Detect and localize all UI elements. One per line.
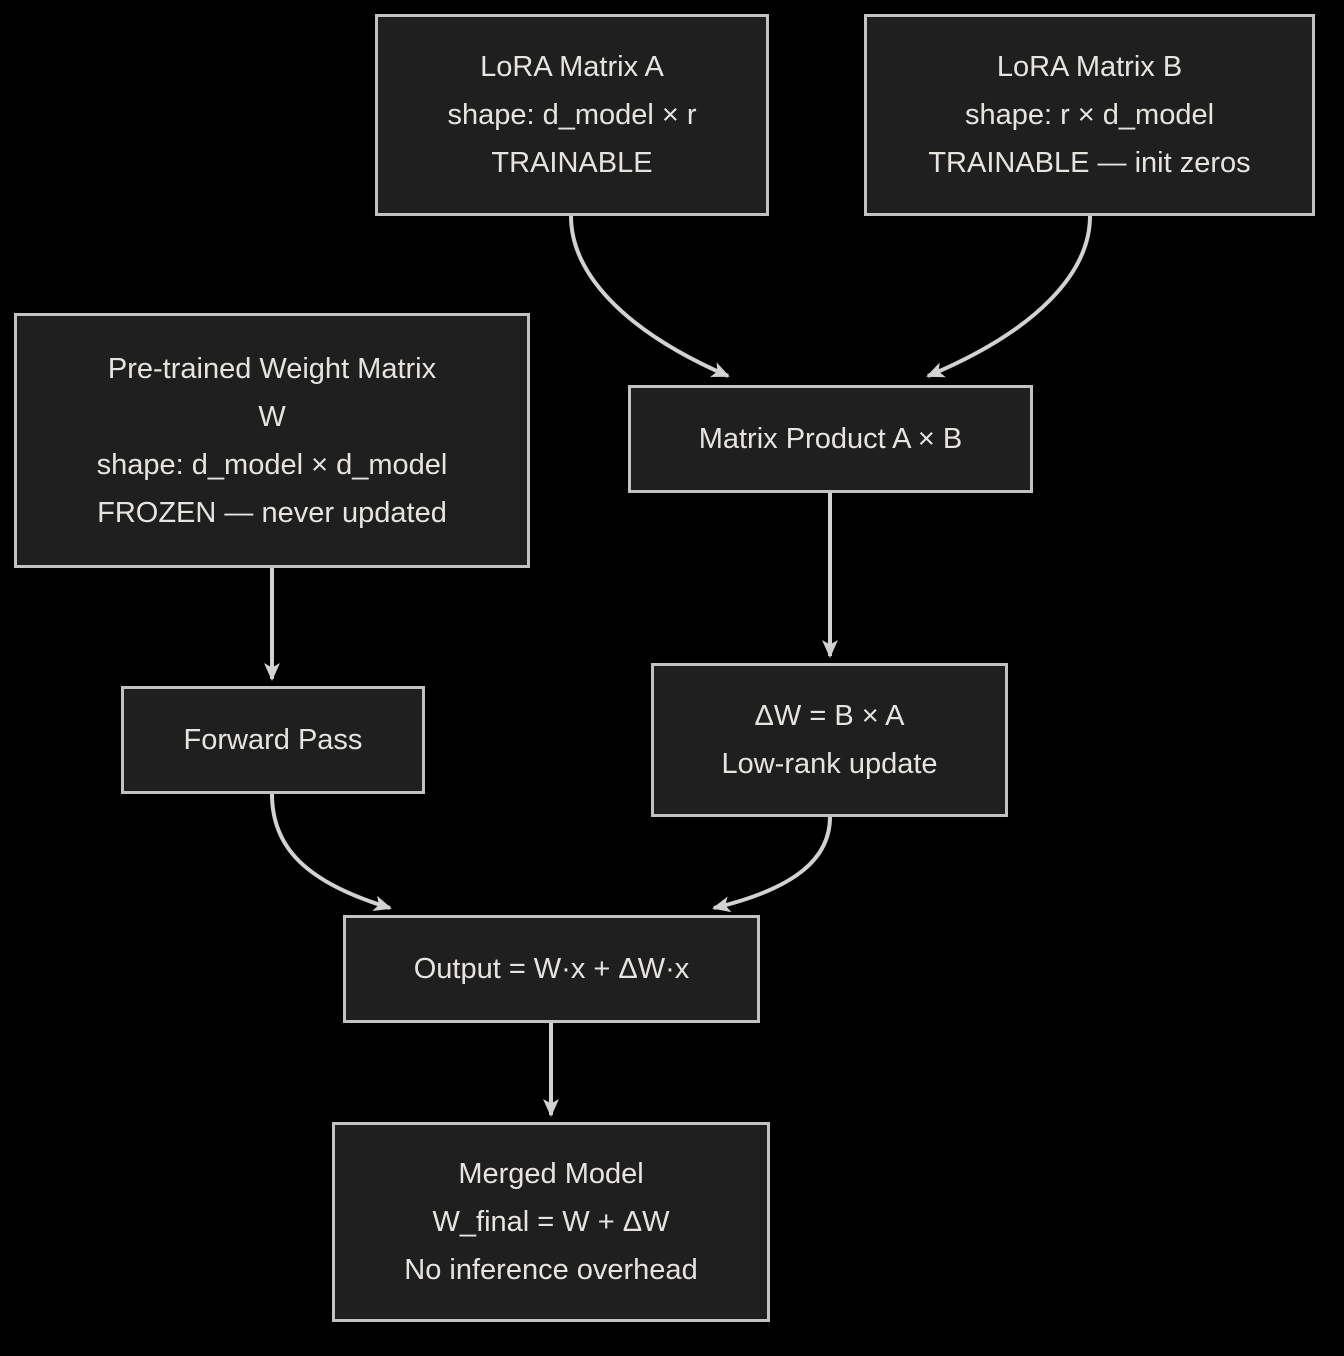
node-lora-matrix-a: LoRA Matrix A shape: d_model × r TRAINAB… (375, 14, 769, 216)
node-merged-model: Merged Model W_final = W + ΔW No inferen… (332, 1122, 770, 1322)
node-pretrained-weight-matrix: Pre-trained Weight Matrix W shape: d_mod… (14, 313, 530, 568)
node-title: Pre-trained Weight Matrix (107, 352, 437, 385)
node-title: LoRA Matrix A (480, 51, 664, 83)
node-symbol-line: W (258, 400, 286, 433)
node-formula-line: W_final = W + ΔW (432, 1206, 670, 1238)
node-output: Output = W·x + ΔW·x (343, 915, 760, 1023)
edge-forward-pass-to-output (270, 793, 392, 912)
node-shape-line: shape: d_model × r (447, 99, 697, 131)
edge-lora-a-to-matrix-product (569, 215, 730, 378)
edge-delta-w-to-output (712, 816, 832, 913)
node-title: Matrix Product A × B (698, 423, 963, 455)
node-title: LoRA Matrix B (996, 51, 1183, 83)
node-formula-line: Output = W·x + ΔW·x (413, 953, 690, 985)
node-shape-line: shape: d_model × d_model (96, 448, 448, 481)
edge-lora-b-to-matrix-product (926, 215, 1092, 378)
node-title: Merged Model (458, 1158, 644, 1190)
node-status-line: TRAINABLE — init zeros (928, 147, 1251, 179)
node-status-line: TRAINABLE (491, 147, 653, 179)
node-status-line: FROZEN — never updated (97, 496, 447, 529)
node-shape-line: shape: r × d_model (964, 99, 1215, 131)
node-matrix-product: Matrix Product A × B (628, 385, 1033, 493)
node-delta-w: ΔW = B × A Low-rank update (651, 663, 1008, 817)
node-subtitle: No inference overhead (404, 1254, 698, 1286)
node-title: Forward Pass (183, 724, 363, 756)
node-lora-matrix-b: LoRA Matrix B shape: r × d_model TRAINAB… (864, 14, 1315, 216)
node-formula-line: ΔW = B × A (754, 700, 905, 732)
node-forward-pass: Forward Pass (121, 686, 425, 794)
node-subtitle: Low-rank update (721, 748, 938, 780)
